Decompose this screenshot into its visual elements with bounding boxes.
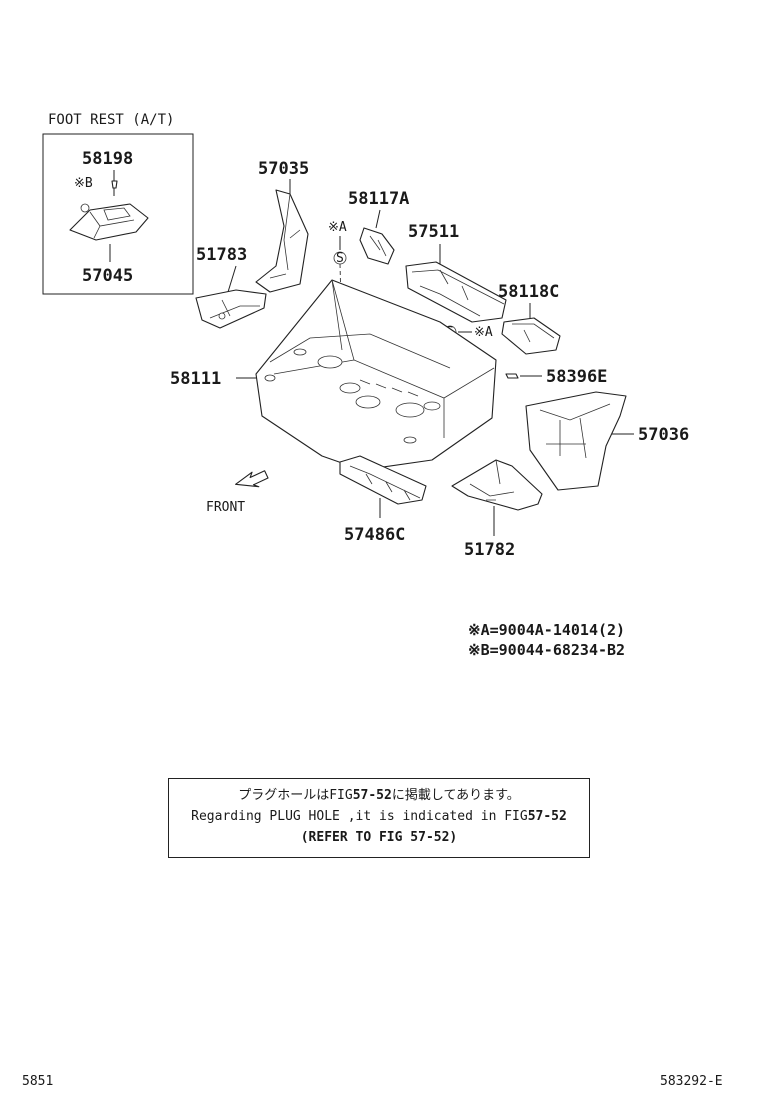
note-line-1: プラグホールはFIG57-52に掲載してあります。 — [169, 785, 589, 806]
part-58118C-label: 58118C — [498, 282, 559, 302]
note-line2-fig: 57-52 — [527, 809, 567, 824]
part-57486C-label: 57486C — [344, 525, 405, 545]
bracket-51782-part — [451, 459, 543, 511]
bracket-51783-part — [195, 289, 267, 329]
reference-list: ※A=9004A-14014(2) ※B=90044-68234-B2 — [468, 620, 625, 660]
front-arrow-icon — [235, 470, 269, 488]
footrest-box — [42, 133, 194, 295]
note-line1-pre: プラグホールはFIG — [238, 788, 353, 803]
reference-b: ※B=90044-68234-B2 — [468, 641, 626, 659]
note-line-3: (REFER TO FIG 57-52) — [169, 827, 589, 848]
bracket-58118C-part — [501, 317, 561, 355]
part-51782-label: 51782 — [464, 540, 515, 560]
note-line1-post: に掲載してあります。 — [391, 788, 520, 803]
member-57511-part — [405, 261, 507, 323]
note-line-2: Regarding PLUG HOLE ,it is indicated in … — [169, 806, 589, 827]
crossmember-57486C-part — [339, 455, 427, 505]
part-57035-label: 57035 — [258, 159, 309, 179]
floor-pan-58111-part — [255, 279, 497, 471]
front-label: FRONT — [206, 500, 245, 515]
ref-b-mark: ※B — [74, 176, 93, 191]
part-57511-label: 57511 — [408, 222, 459, 242]
footer-right-code: 583292-E — [660, 1074, 723, 1089]
note-line3: (REFER TO FIG 57-52) — [300, 830, 458, 845]
bracket-57035-part — [255, 189, 309, 293]
note-line2-pre: Regarding PLUG HOLE ,it is indicated in … — [191, 809, 528, 824]
footrest-title: FOOT REST (A/T) — [48, 112, 175, 128]
note-line1-fig: 57-52 — [352, 788, 392, 803]
bracket-58117A-part — [359, 227, 395, 265]
part-51783-label: 51783 — [196, 245, 247, 265]
part-57045-label: 57045 — [82, 266, 133, 286]
part-58117A-label: 58117A — [348, 189, 409, 209]
ref-a-mark-1: ※A — [328, 220, 347, 235]
footer-left-code: 5851 — [22, 1074, 54, 1089]
clip-icon — [111, 180, 118, 196]
part-57036-label: 57036 — [638, 425, 689, 445]
part-58111-label: 58111 — [170, 369, 221, 389]
reference-a: ※A=9004A-14014(2) — [468, 621, 626, 639]
foot-rest-part — [69, 203, 149, 241]
part-58198-label: 58198 — [82, 149, 133, 169]
note-box: プラグホールはFIG57-52に掲載してあります。 Regarding PLUG… — [168, 778, 590, 858]
part-58396E-label: 58396E — [546, 367, 607, 387]
member-57036-part — [525, 391, 627, 491]
bolt-s-1: S — [336, 251, 344, 266]
ref-a-mark-2: ※A — [474, 325, 493, 340]
plug-58396E-part — [505, 373, 519, 379]
